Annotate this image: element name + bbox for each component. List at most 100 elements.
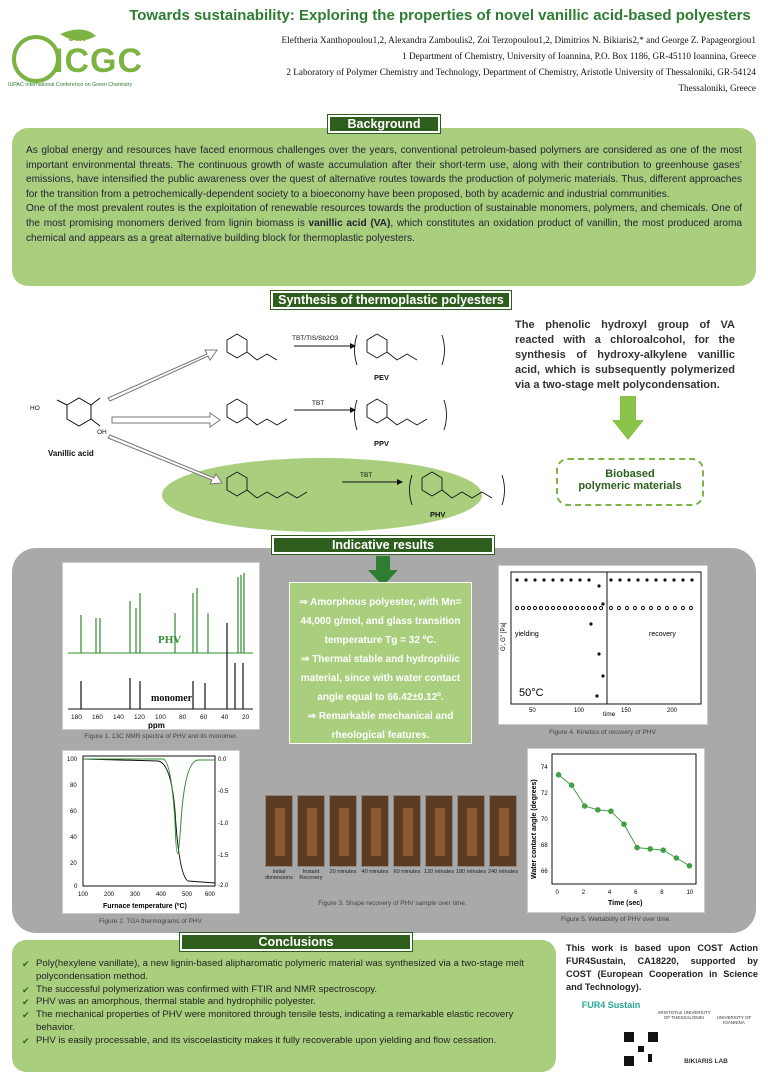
storage-modulus-point	[636, 578, 640, 582]
svg-text:-1.0: -1.0	[218, 821, 229, 827]
shape-recovery-label: 180 minutes	[456, 869, 486, 875]
svg-text:0: 0	[74, 884, 78, 890]
yielding-label: yielding	[515, 631, 539, 638]
conclusion-item: The mechanical properties of PHV were mo…	[22, 1009, 546, 1035]
svg-text:100: 100	[67, 757, 78, 763]
biobased-box: Biobased polymeric materials	[556, 458, 704, 506]
wca-y-tick: 70	[541, 817, 548, 823]
logo-text: ICGC	[54, 42, 143, 80]
svg-text:20: 20	[70, 861, 77, 867]
wca-point	[581, 803, 588, 809]
conference-logo: 9th ICGC IUPAC International Conference …	[8, 24, 158, 94]
svg-text:40: 40	[70, 835, 77, 841]
bikiaris-lab-logo: BIKIARIS LAB	[684, 1058, 728, 1065]
background-section: As global energy and resources have face…	[12, 128, 756, 286]
wca-point	[673, 855, 680, 861]
loss-modulus-point	[586, 605, 592, 611]
storage-modulus-point	[551, 578, 555, 582]
acknowledgement: This work is based upon COST Action FUR4…	[566, 943, 758, 992]
shape-recovery-photo	[393, 795, 421, 867]
loss-modulus-point	[568, 605, 574, 611]
storage-modulus-point	[690, 578, 694, 582]
storage-modulus-point	[595, 694, 599, 698]
affiliation-1: 1 Department of Chemistry, University of…	[402, 51, 756, 61]
storage-modulus-point	[601, 674, 605, 678]
loss-modulus-point	[688, 605, 694, 611]
svg-text:-1.5: -1.5	[218, 853, 229, 859]
loss-modulus-point	[664, 605, 670, 611]
wca-series-line	[558, 774, 690, 867]
svg-text:-0.5: -0.5	[218, 789, 229, 795]
svg-text:150: 150	[621, 708, 632, 714]
wca-x-tick: 8	[660, 890, 664, 896]
wca-y-tick: 66	[541, 869, 548, 875]
storage-modulus-point	[597, 652, 601, 656]
nmr-tick: 120	[134, 714, 145, 721]
storage-modulus-point	[601, 602, 605, 606]
svg-text:HO: HO	[30, 405, 40, 412]
catalyst-1: TBT/TIS/Sb2O3	[292, 335, 339, 342]
svg-text:200: 200	[104, 892, 115, 898]
pev-label: PEV	[374, 373, 389, 382]
storage-modulus-point	[569, 578, 573, 582]
synthesis-text: The phenolic hydroxyl group of VA reacte…	[515, 319, 735, 391]
catalyst-3: TBT	[360, 472, 372, 479]
storage-modulus-point	[589, 622, 593, 626]
nmr-tick: 60	[200, 714, 208, 721]
background-paragraph-2: One of the most prevalent routes is the …	[26, 203, 742, 244]
wca-y-tick: 72	[541, 791, 548, 797]
loss-modulus-point	[598, 605, 604, 611]
phv-label: PHV	[430, 510, 445, 519]
background-header: Background	[327, 114, 441, 134]
figure-1-caption: Figure 1. 13C NMR spectra of PHV and its…	[84, 733, 238, 740]
storage-modulus-point	[515, 578, 519, 582]
shape-recovery-photo	[329, 795, 357, 867]
wca-point	[634, 844, 640, 851]
affiliation-3: Thessaloniki, Greece	[678, 83, 756, 93]
loss-modulus-point	[550, 605, 556, 611]
loss-modulus-point	[538, 605, 544, 611]
svg-text:500: 500	[182, 892, 193, 898]
loss-modulus-point	[608, 605, 614, 611]
storage-modulus-point	[560, 578, 564, 582]
storage-modulus-point	[654, 578, 658, 582]
loss-modulus-point	[544, 605, 550, 611]
wca-x-tick: 10	[686, 890, 693, 896]
shape-recovery-label: 20 minutes	[329, 869, 357, 875]
shape-recovery-photo	[297, 795, 325, 867]
storage-modulus-point	[533, 578, 537, 582]
loss-modulus-point	[672, 605, 678, 611]
svg-text:200: 200	[667, 708, 678, 714]
shape-recovery-photo	[265, 795, 293, 867]
nmr-tick: 40	[221, 714, 229, 721]
vanillic-acid-structure-icon	[56, 397, 101, 427]
svg-text:OH: OH	[97, 429, 107, 436]
svg-text:0.0: 0.0	[218, 757, 227, 763]
figure-5-caption: Figure 5. Wettability of PHV over time.	[560, 916, 672, 923]
loss-modulus-point	[556, 605, 562, 611]
wca-point	[608, 808, 614, 814]
wca-point	[621, 821, 627, 827]
kin-xlabel: time	[603, 711, 616, 718]
svg-text:60: 60	[70, 809, 77, 815]
wca-x-tick: 6	[634, 890, 638, 896]
storage-modulus-point	[672, 578, 676, 582]
loss-modulus-point	[680, 605, 686, 611]
svg-text:100: 100	[78, 892, 89, 898]
ppv-label: PPV	[374, 439, 389, 448]
loss-modulus-point	[648, 605, 654, 611]
shape-recovery-photo	[457, 795, 485, 867]
storage-modulus-point	[524, 578, 528, 582]
loss-modulus-point	[616, 605, 622, 611]
fur4sustain-logo: FUR4 Sustain	[581, 1000, 641, 1010]
results-header: Indicative results	[271, 535, 495, 555]
svg-text:50: 50	[529, 708, 536, 714]
logo-number: 9th	[68, 30, 86, 44]
figure-2-caption: Figure 2. TGA thermograms of PHV.	[98, 918, 204, 925]
wca-ylabel: Water contact angle (degrees)	[531, 779, 538, 879]
leaf-logo-icon	[12, 29, 96, 83]
